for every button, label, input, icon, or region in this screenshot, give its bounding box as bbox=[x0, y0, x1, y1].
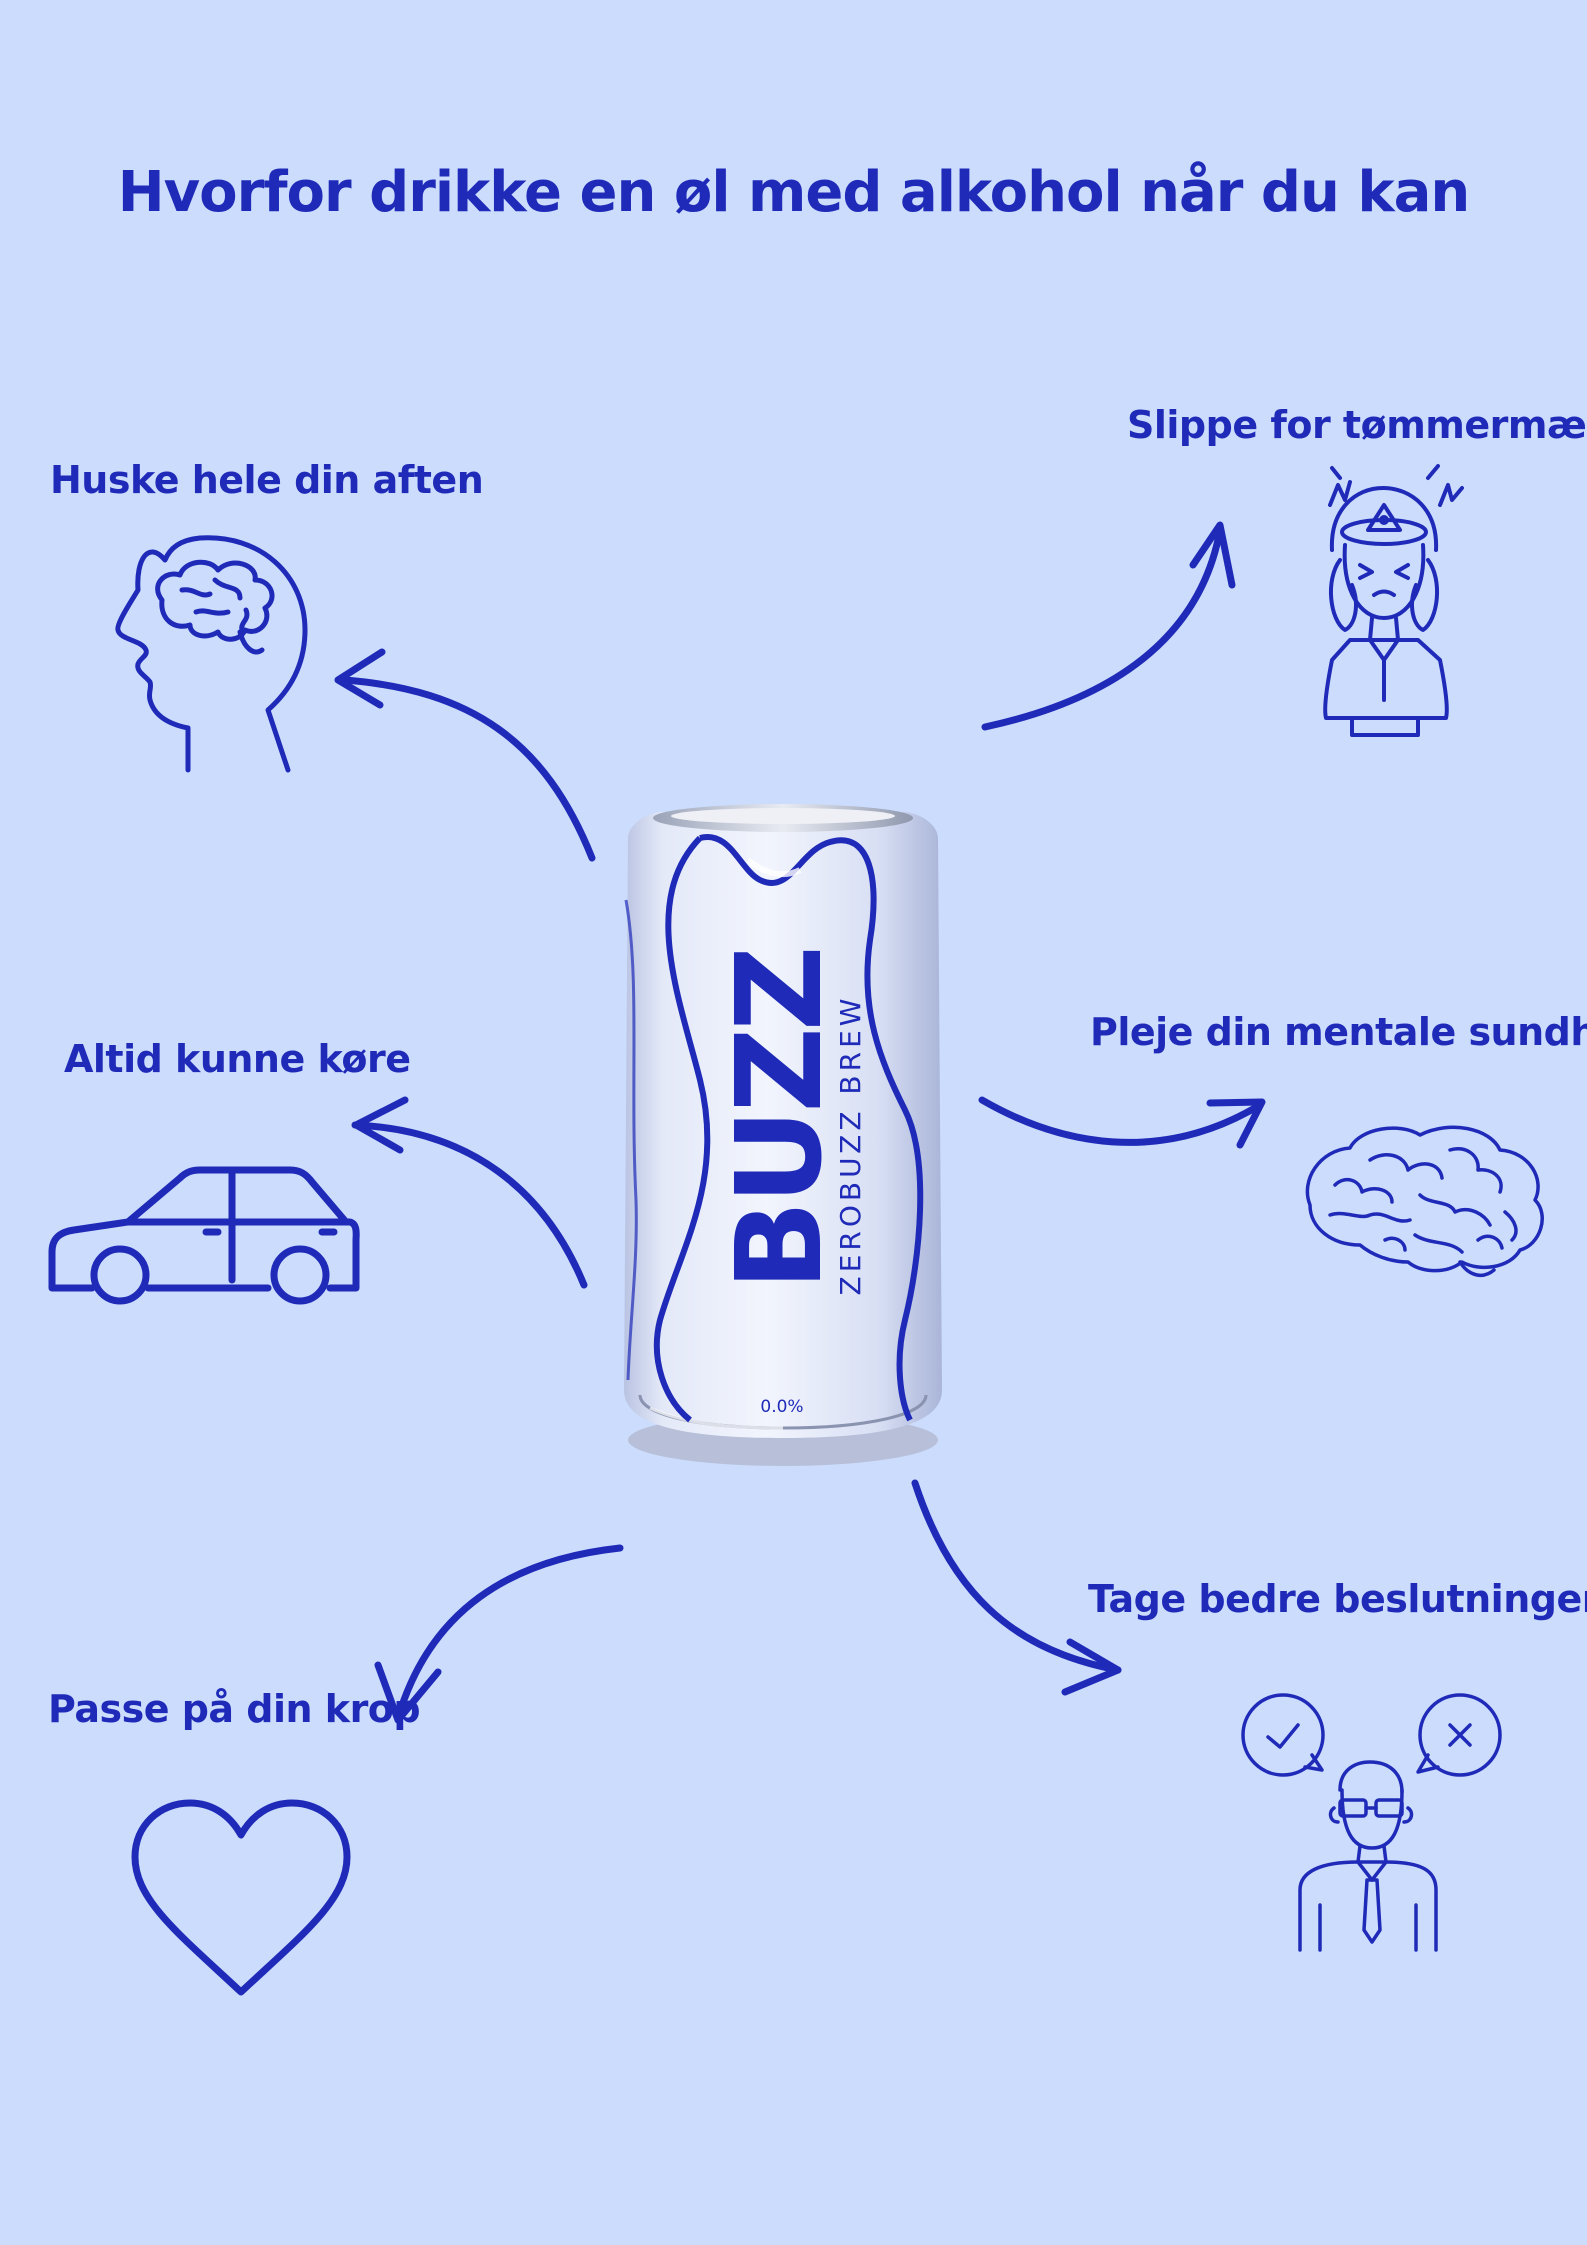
benefit-remember-label: Huske hele din aften bbox=[50, 458, 484, 502]
arrow-to-drive bbox=[351, 1096, 588, 1289]
can-brand: BUZZ bbox=[710, 950, 848, 1291]
brain-icon bbox=[1305, 1125, 1544, 1278]
arrow-to-remember bbox=[334, 648, 596, 862]
buzz-can: BUZZ ZEROBUZZ BREW 0.0% bbox=[624, 804, 942, 1466]
can-abv: 0.0% bbox=[760, 1397, 803, 1417]
page-title: Hvorfor drikke en øl med alkohol når du … bbox=[117, 160, 1471, 225]
can-subtitle: ZEROBUZZ BREW bbox=[834, 995, 867, 1296]
heart-icon bbox=[131, 1799, 351, 1996]
arrow-to-body bbox=[374, 1544, 624, 1724]
arrow-to-mental bbox=[978, 1096, 1266, 1149]
benefit-hangover-label: Slippe for tømmermænd bbox=[1127, 403, 1587, 447]
headache-woman-icon bbox=[1323, 464, 1464, 737]
arrow-to-decisions bbox=[911, 1479, 1122, 1696]
benefit-drive-label: Altid kunne køre bbox=[64, 1037, 411, 1081]
head-brain-icon bbox=[115, 535, 308, 773]
benefit-body-label: Passe på din krop bbox=[48, 1687, 421, 1731]
arrow-to-hangover bbox=[981, 521, 1236, 731]
benefit-decisions-label: Tage bedre beslutninger bbox=[1088, 1577, 1587, 1621]
car-icon bbox=[48, 1166, 360, 1305]
benefit-mental-label: Pleje din mentale sundhed bbox=[1090, 1010, 1587, 1054]
decision-man-icon bbox=[1241, 1693, 1502, 1952]
